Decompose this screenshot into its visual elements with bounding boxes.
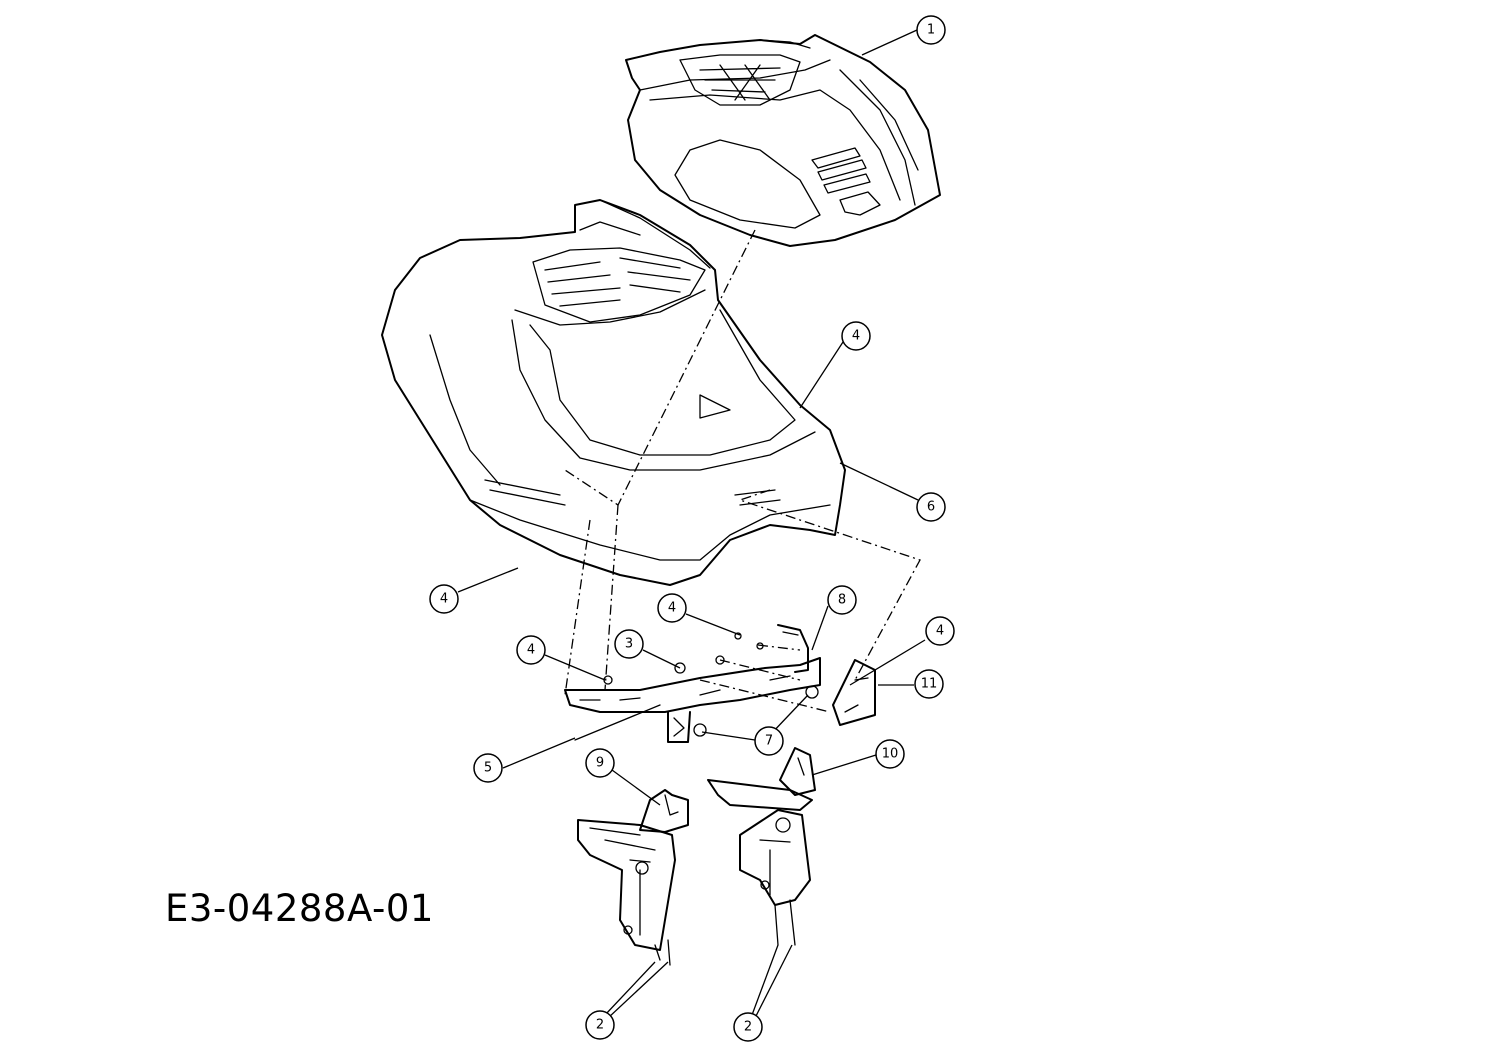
part-left-support	[577, 789, 689, 966]
callout-label: 3	[625, 637, 633, 652]
callout-2: 2	[585, 1010, 615, 1040]
callout-label: 4	[852, 329, 860, 344]
callout-label: 2	[744, 1020, 752, 1035]
callout-11: 11	[914, 669, 944, 699]
callout-4: 4	[429, 584, 459, 614]
callout-4: 4	[925, 616, 955, 646]
callout-label: 11	[921, 677, 938, 692]
part-front-bracket	[564, 624, 876, 743]
callout-label: 9	[596, 756, 604, 771]
callout-label: 10	[882, 747, 899, 762]
callout-4: 4	[841, 321, 871, 351]
callout-label: 4	[440, 592, 448, 607]
drawing-code: E3-04288A-01	[165, 887, 434, 930]
callout-9: 9	[585, 748, 615, 778]
part-hood-cover	[625, 34, 941, 247]
leader-lines	[457, 29, 926, 1019]
callout-5: 5	[473, 753, 503, 783]
callout-label: 4	[527, 643, 535, 658]
callout-label: 5	[484, 761, 492, 776]
callout-4: 4	[657, 593, 687, 623]
callout-label: 4	[936, 624, 944, 639]
callout-label: 1	[927, 23, 935, 38]
part-right-support	[707, 747, 816, 946]
callout-label: 4	[668, 601, 676, 616]
callout-4: 4	[516, 635, 546, 665]
callout-label: 7	[765, 734, 773, 749]
callout-3: 3	[614, 629, 644, 659]
part-main-hood	[381, 199, 846, 586]
callout-7: 7	[754, 726, 784, 756]
callout-10: 10	[875, 739, 905, 769]
callout-label: 6	[927, 500, 935, 515]
callout-label: 2	[596, 1018, 604, 1033]
callout-6: 6	[916, 492, 946, 522]
callout-8: 8	[827, 585, 857, 615]
callout-2: 2	[733, 1012, 763, 1042]
callout-label: 8	[838, 593, 846, 608]
callout-1: 1	[916, 15, 946, 45]
